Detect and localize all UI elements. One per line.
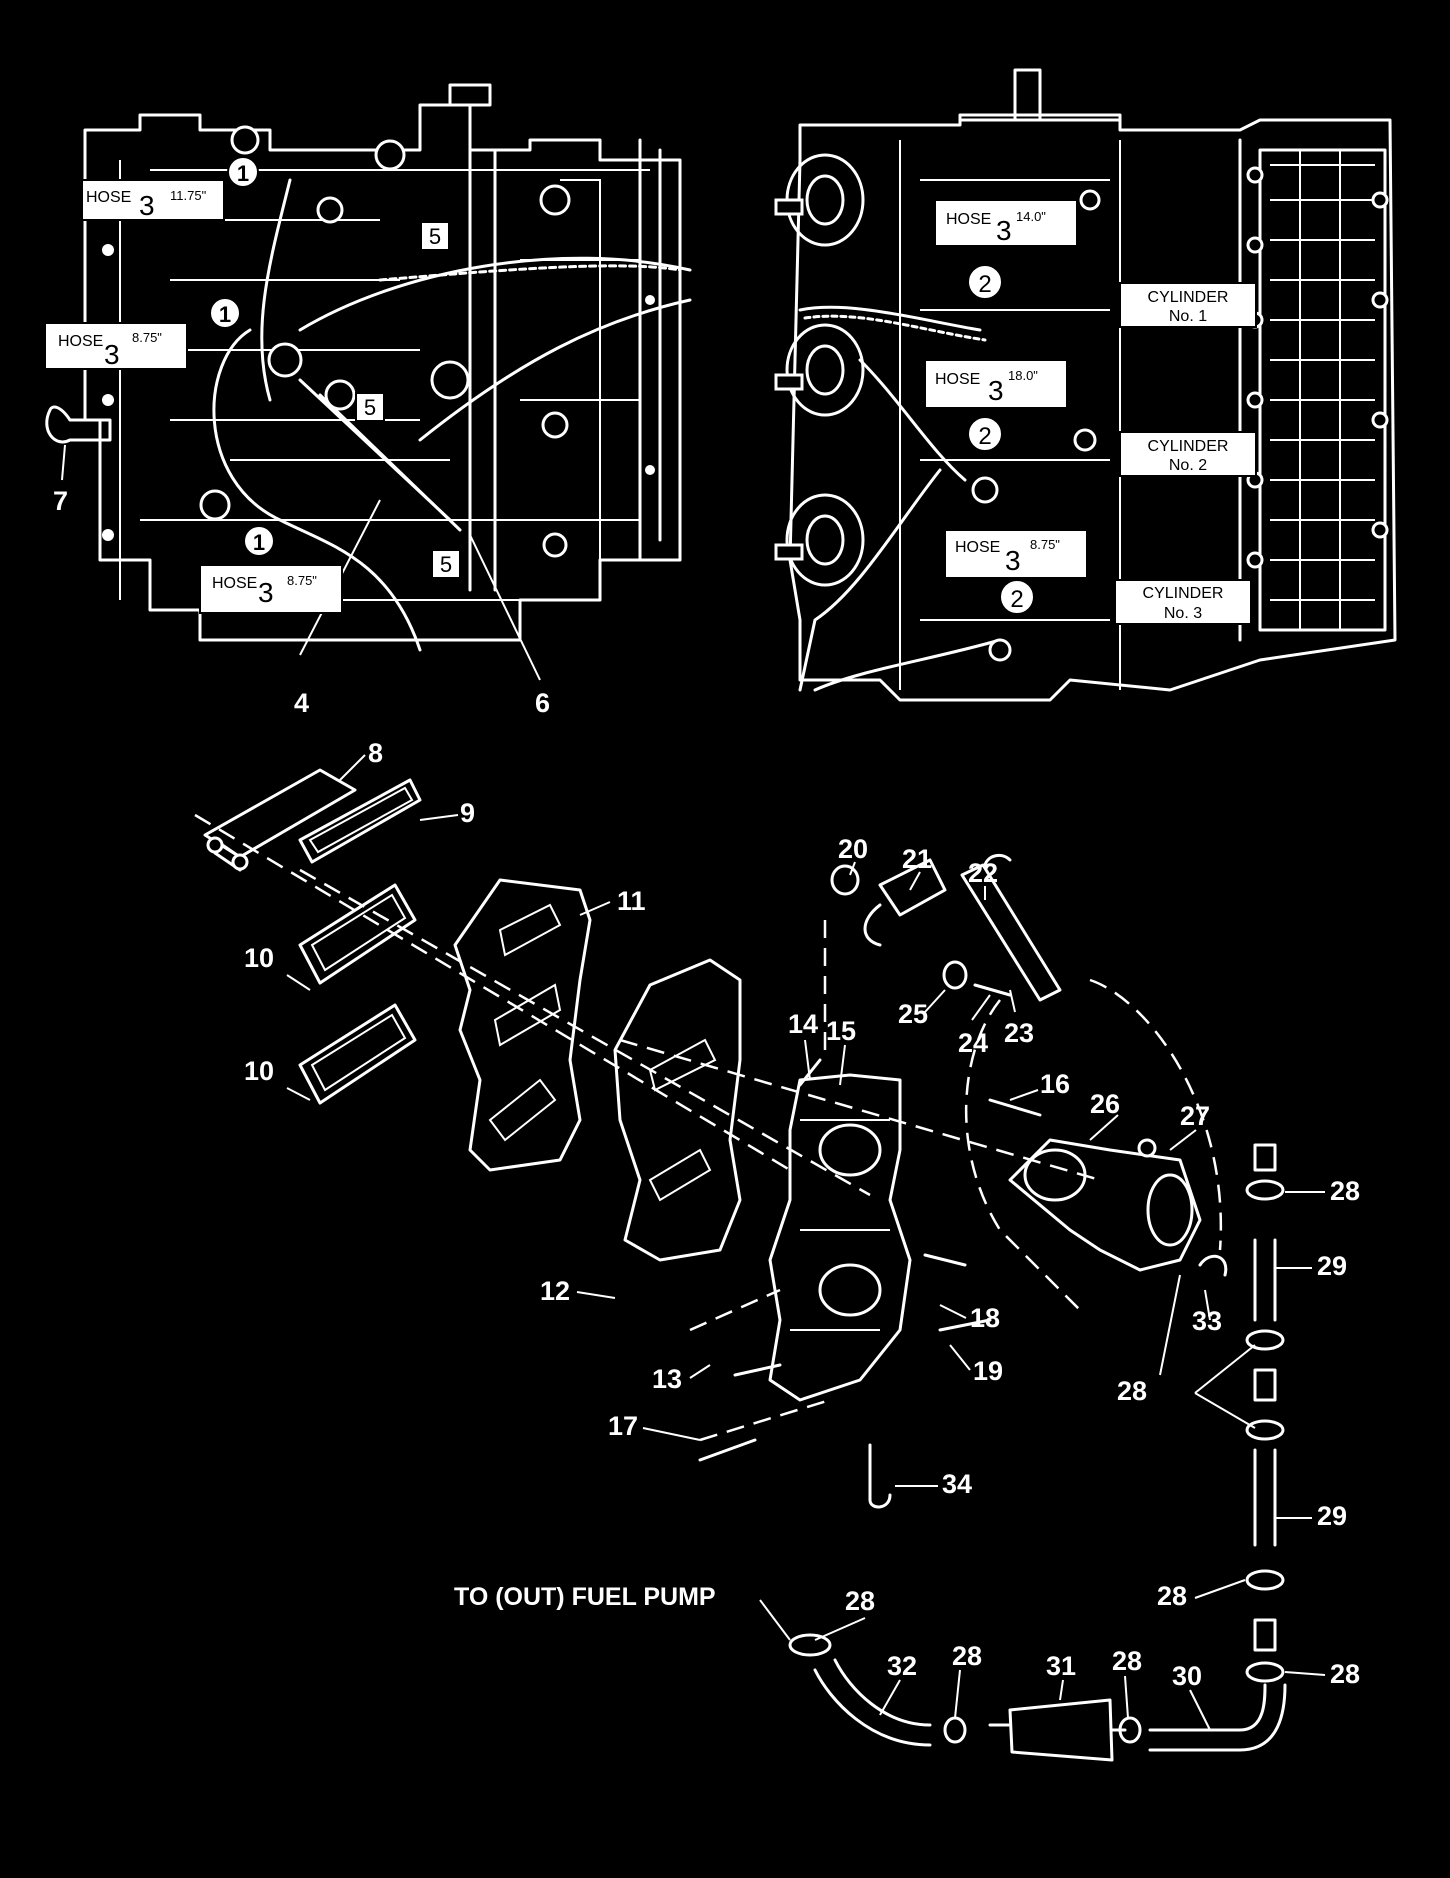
left-engine-view	[45, 83, 692, 681]
part-number: 28	[1117, 1376, 1147, 1406]
svg-text:1: 1	[219, 302, 231, 327]
svg-text:11.75": 11.75"	[170, 188, 207, 203]
part-number: 22	[968, 858, 998, 888]
svg-text:1: 1	[237, 161, 249, 186]
part-number: 9	[460, 798, 475, 828]
part-number: 6	[535, 688, 550, 718]
svg-text:HOSE: HOSE	[58, 333, 103, 350]
part-number: 19	[973, 1356, 1003, 1386]
svg-text:3: 3	[258, 577, 274, 608]
part-number: 31	[1046, 1651, 1076, 1681]
part-number: 27	[1180, 1101, 1210, 1131]
svg-text:18.0": 18.0"	[1008, 368, 1038, 383]
part-number: 12	[540, 1276, 570, 1306]
cylinder-label: CYLINDER No. 3	[1114, 579, 1252, 625]
hose-label: HOSE 3 14.0"	[934, 199, 1078, 247]
svg-text:2: 2	[978, 271, 991, 298]
svg-text:8.75": 8.75"	[132, 330, 162, 345]
part-number: 11	[617, 886, 646, 916]
svg-text:CYLINDER: CYLINDER	[1148, 289, 1229, 306]
hose-label: HOSE 3 8.75"	[944, 529, 1088, 579]
part-number: 13	[652, 1364, 682, 1394]
leader-lines	[286, 754, 1326, 1731]
marker-circle: 2	[967, 264, 1003, 300]
right-engine-view	[774, 68, 1397, 702]
part-number: 23	[1004, 1018, 1034, 1048]
marker-circle: 2	[967, 416, 1003, 452]
svg-text:HOSE: HOSE	[946, 211, 991, 228]
marker-square: 5	[431, 549, 461, 579]
part-number: 29	[1317, 1251, 1347, 1281]
part-number: 10	[244, 943, 274, 973]
part-number: 28	[845, 1586, 875, 1616]
part-number: 28	[1330, 1176, 1360, 1206]
svg-text:CYLINDER: CYLINDER	[1143, 585, 1224, 602]
svg-text:3: 3	[996, 215, 1012, 246]
svg-text:HOSE: HOSE	[86, 189, 131, 206]
hose-label: HOSE 3 18.0"	[924, 359, 1068, 409]
svg-text:HOSE: HOSE	[212, 575, 257, 592]
svg-text:No. 2: No. 2	[1169, 457, 1207, 474]
part-number: 32	[887, 1651, 917, 1681]
svg-text:14.0": 14.0"	[1016, 209, 1046, 224]
exploded-parts	[194, 768, 1287, 1762]
part-number: 21	[902, 844, 932, 874]
part-number: 34	[942, 1469, 972, 1499]
marker-circle: 1	[227, 156, 259, 188]
part-number: 28	[1112, 1646, 1142, 1676]
svg-text:3: 3	[139, 190, 155, 221]
fuel-pump-callout: TO (OUT) FUEL PUMP	[454, 1583, 716, 1611]
svg-text:HOSE: HOSE	[955, 539, 1000, 556]
part-number: 8	[368, 738, 383, 768]
part-numbers: 7 4 6 8 9 10 10 11 12 13 14 15 16 17 18 …	[53, 486, 1360, 1691]
cylinder-label: CYLINDER No. 1	[1119, 282, 1257, 328]
svg-text:No. 3: No. 3	[1164, 605, 1202, 622]
part-number: 4	[294, 688, 309, 718]
svg-text:2: 2	[1010, 586, 1023, 613]
part-number: 30	[1172, 1661, 1202, 1691]
cylinder-label: CYLINDER No. 2	[1119, 431, 1257, 477]
hose-label: HOSE 3 8.75"	[199, 564, 343, 614]
svg-text:3: 3	[988, 375, 1004, 406]
part-number: 15	[826, 1016, 856, 1046]
svg-text:5: 5	[440, 552, 452, 577]
svg-text:No. 1: No. 1	[1169, 308, 1207, 325]
part-number: 33	[1192, 1306, 1222, 1336]
svg-text:2: 2	[978, 423, 991, 450]
part-number: 25	[898, 999, 928, 1029]
marker-circle: 2	[999, 579, 1035, 615]
svg-text:HOSE: HOSE	[935, 371, 980, 388]
marker-circle: 1	[243, 525, 275, 557]
hose-label: HOSE 3 8.75"	[44, 322, 188, 370]
part-number: 17	[608, 1411, 638, 1441]
part-number: 18	[970, 1303, 1000, 1333]
part-number: 28	[1157, 1581, 1187, 1611]
part-number: 28	[952, 1641, 982, 1671]
part-number: 16	[1040, 1069, 1070, 1099]
part-number: 14	[788, 1009, 818, 1039]
part-number: 24	[958, 1028, 988, 1058]
part-number: 7	[53, 486, 68, 516]
svg-text:8.75": 8.75"	[1030, 537, 1060, 552]
part-number: 20	[838, 834, 868, 864]
svg-text:5: 5	[429, 224, 441, 249]
marker-square: 5	[355, 392, 385, 422]
part-number: 10	[244, 1056, 274, 1086]
hose-label: HOSE 3 11.75"	[81, 179, 225, 221]
marker-square: 5	[420, 221, 450, 251]
svg-text:3: 3	[1005, 545, 1021, 576]
svg-text:CYLINDER: CYLINDER	[1148, 438, 1229, 455]
part-number: 28	[1330, 1659, 1360, 1689]
svg-text:8.75": 8.75"	[287, 573, 317, 588]
part-number: 26	[1090, 1089, 1120, 1119]
svg-text:5: 5	[364, 395, 376, 420]
svg-text:3: 3	[104, 339, 120, 370]
svg-text:1: 1	[253, 530, 265, 555]
part-number: 29	[1317, 1501, 1347, 1531]
marker-circle: 1	[209, 297, 241, 329]
